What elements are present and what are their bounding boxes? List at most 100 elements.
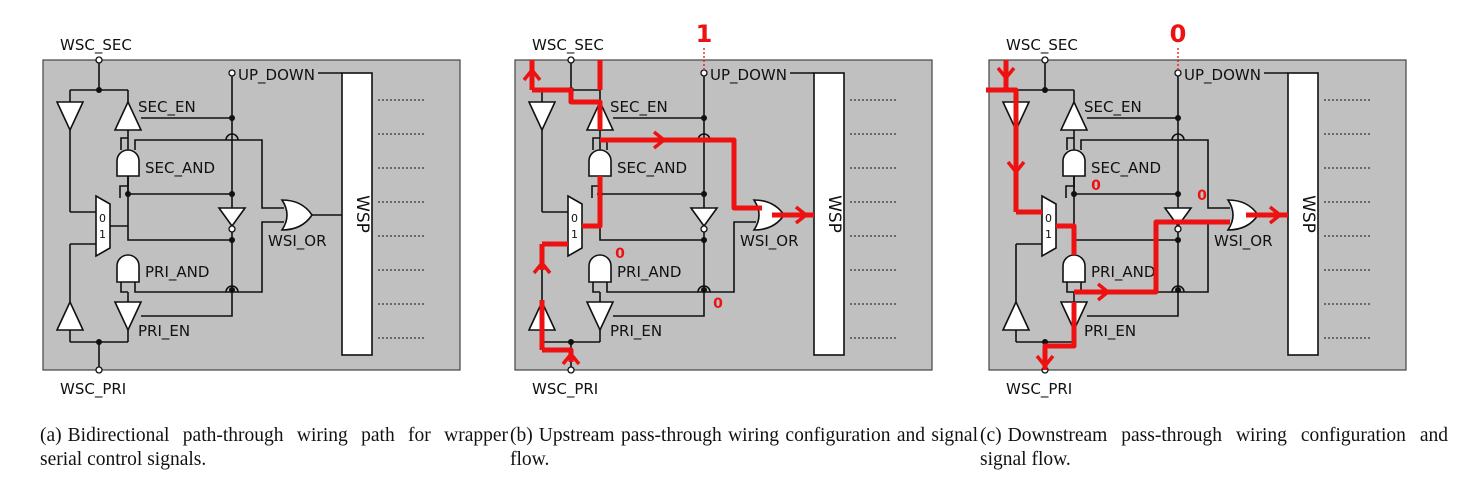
wire <box>1066 137 1074 150</box>
up-down-value: 0 <box>1170 20 1187 48</box>
pin-terminal <box>228 69 236 77</box>
up-down-label: UP_DOWN <box>1184 66 1261 85</box>
wsp-block <box>813 72 845 356</box>
wire <box>134 221 284 293</box>
mux-input-0: 0 <box>99 212 106 225</box>
mux-input-1: 1 <box>571 228 578 241</box>
junction-dot <box>701 191 707 197</box>
sec-and-gate <box>1062 149 1086 177</box>
caption-a: (a) Bidirectional path-through wiring pa… <box>40 424 508 472</box>
highlight-path <box>542 347 574 362</box>
pin-terminal <box>1174 69 1182 77</box>
junction-dot <box>125 191 131 197</box>
mux-input-0: 0 <box>571 212 578 225</box>
junction-dot <box>229 237 235 243</box>
mux-input-1: 1 <box>1045 228 1052 241</box>
wsp-label: WSP <box>352 195 372 233</box>
inverter-bubble <box>1174 225 1182 233</box>
flow-arrow <box>522 67 542 82</box>
wsi-or-gate <box>280 199 313 231</box>
wire <box>134 139 284 209</box>
pri-and-gate <box>1062 254 1086 283</box>
wire <box>120 282 128 293</box>
highlight-path <box>1074 219 1230 295</box>
wsc-pri-label: WSC_PRI <box>1006 380 1072 399</box>
junction-dot <box>1071 191 1077 197</box>
pri-en-ctrl <box>613 290 705 317</box>
junction-dot <box>1042 87 1048 93</box>
highlight-path <box>1056 223 1077 255</box>
junction-dot <box>701 237 707 243</box>
buffer-down <box>217 207 247 228</box>
wire <box>120 137 128 150</box>
wire <box>599 232 704 241</box>
junction-dot <box>229 191 235 197</box>
wsc-sec-label: WSC_SEC <box>1006 36 1078 55</box>
pri-en-ctrl <box>1087 290 1179 317</box>
mux <box>567 194 583 258</box>
caption-text: Downstream pass-through wiring configura… <box>980 425 1448 470</box>
caption-b: (b) Upstream pass-through wiring configu… <box>510 424 978 472</box>
junction-dot <box>96 87 102 93</box>
inverter-bubble <box>228 225 236 233</box>
wsi-or-label: WSI_OR <box>268 232 327 251</box>
wsi-or-label: WSI_OR <box>1214 232 1273 251</box>
pri-en-ctrl <box>141 290 233 317</box>
up-down-label: UP_DOWN <box>710 66 787 85</box>
sec-en-label: SEC_EN <box>1084 98 1142 117</box>
caption-tag: (a) <box>40 425 62 446</box>
wire <box>1066 282 1074 293</box>
panel-frame <box>988 59 1407 371</box>
highlight-path <box>582 176 603 229</box>
sec-en-label: SEC_EN <box>138 98 196 117</box>
pin-terminal <box>567 366 575 374</box>
caption-text: Bidirectional path-through wiring path f… <box>40 425 508 470</box>
wire <box>1080 139 1230 209</box>
buffer-up <box>55 300 85 331</box>
wire-crossover <box>697 285 711 293</box>
panel-a: WSPWSC_SECWSC_PRIUP_DOWNSEC_ENSEC_AND01P… <box>42 36 461 399</box>
pin-terminal <box>1041 56 1049 64</box>
wsc-pri-label: WSC_PRI <box>60 380 126 399</box>
pri-and-label: PRI_AND <box>1091 263 1155 282</box>
panel-c: WSPWSC_SECWSC_PRIUP_DOWNSEC_ENSEC_AND01P… <box>986 20 1407 399</box>
flow-arrow <box>996 66 1016 81</box>
circuit-diagrams: WSP WSC_SEC WSC_PRI UP_DOWN SEC_EN SEC_AND 0 1P… <box>42 20 1407 399</box>
highlight-path <box>1042 302 1077 370</box>
wsi-or-label: WSI_OR <box>740 232 799 251</box>
pri-en-value: 0 <box>713 296 723 312</box>
wsc-sec-label: WSC_SEC <box>532 36 604 55</box>
mux-input-1: 1 <box>99 228 106 241</box>
junction-dot <box>568 339 574 345</box>
flow-arrow <box>1096 282 1111 302</box>
sec-and-label: SEC_AND <box>617 159 687 178</box>
pin-terminal <box>700 69 708 77</box>
wire-crossover <box>1171 133 1185 141</box>
sec-and-label: SEC_AND <box>145 159 215 178</box>
wire <box>606 221 756 293</box>
up-down-value: 1 <box>696 20 713 48</box>
wsp-label: WSP <box>824 195 844 233</box>
junction-dot <box>1175 237 1181 243</box>
junction-dot <box>229 115 235 121</box>
junction-dot <box>1175 115 1181 121</box>
caption-c: (c) Downstream pass-through wiring confi… <box>980 424 1448 472</box>
wsc-pri-label: WSC_PRI <box>532 380 598 399</box>
flow-arrow <box>652 130 667 150</box>
flow-arrow <box>1035 354 1055 369</box>
flow-arrow <box>561 351 581 366</box>
caption-tag: (c) <box>980 425 1002 446</box>
sec-and-label: SEC_AND <box>1091 159 1161 178</box>
buffer-down <box>527 101 557 132</box>
pin-terminal <box>95 56 103 64</box>
caption-tag: (b) <box>510 425 533 446</box>
mux <box>95 194 111 258</box>
buffer-down <box>55 101 85 132</box>
sec-and-gate <box>116 149 140 177</box>
sec-en-label: SEC_EN <box>610 98 668 117</box>
highlight-path <box>532 87 603 130</box>
pri-and-value: 0 <box>615 246 625 262</box>
pri-and-gate <box>116 254 140 283</box>
mux <box>1041 194 1057 258</box>
